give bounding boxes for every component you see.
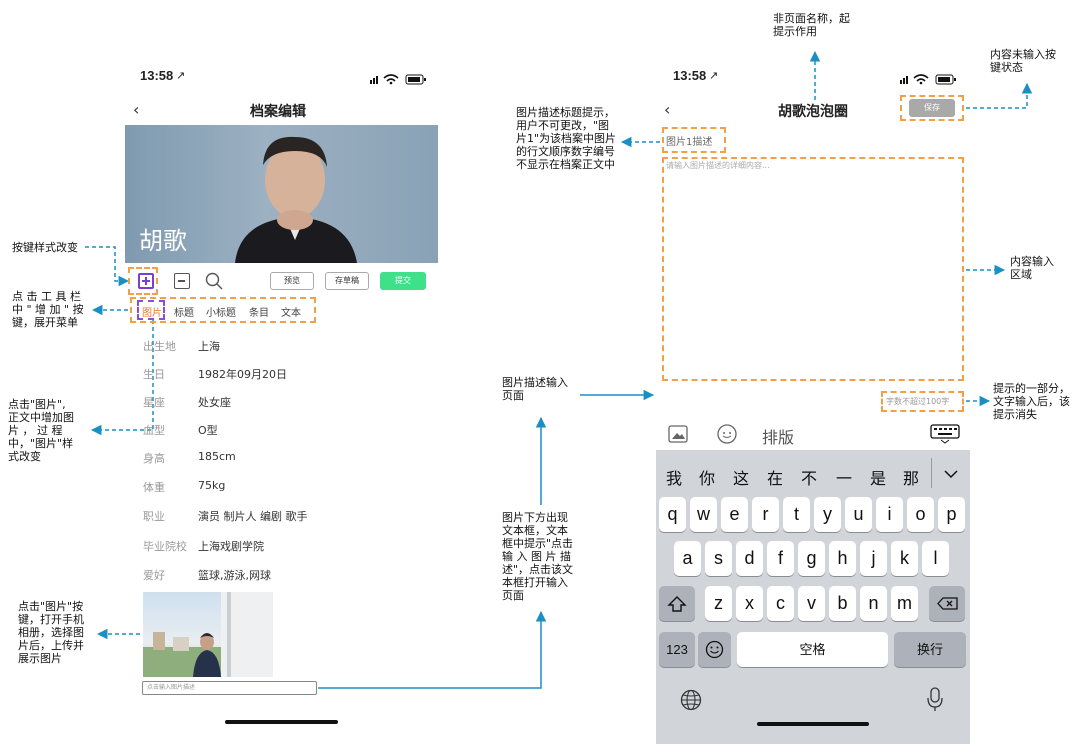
candidate-word[interactable]: 我 (666, 469, 683, 488)
note-content-area: 内容输入 区域 (1010, 255, 1054, 281)
keyboard-toggle-icon[interactable] (930, 424, 960, 448)
key-q[interactable]: q (659, 497, 686, 532)
candidate-word[interactable]: 你 (699, 469, 716, 488)
remove-button[interactable] (174, 273, 190, 289)
note-toolbar-add: 点 击 工 具 栏 中 " 增 加 " 按 键，展开菜单 (12, 290, 84, 329)
candidate-word[interactable]: 是 (870, 469, 887, 488)
key-a[interactable]: a (674, 541, 701, 576)
caption-title-highlight (662, 127, 726, 153)
caption-input[interactable]: 点击输入图片描述 (142, 681, 317, 695)
page-title: 档案编辑 (250, 103, 306, 119)
key-c[interactable]: c (767, 586, 794, 621)
location-icon: ↗ (176, 69, 186, 82)
key-p[interactable]: p (938, 497, 965, 532)
candidate-word[interactable]: 不 (801, 469, 818, 488)
back-button[interactable]: ‹ (133, 100, 140, 119)
key-x[interactable]: x (736, 586, 763, 621)
numbers-key[interactable]: 123 (659, 632, 695, 667)
note-input-page: 图片描述输入 页面 (502, 376, 568, 402)
space-key[interactable]: 空格 (737, 632, 888, 667)
layout-option[interactable]: 排版 (762, 428, 795, 447)
note-hint-part: 提示的一部分， 文字输入后，该 提示消失 (993, 382, 1070, 421)
key-f[interactable]: f (767, 541, 794, 576)
home-indicator (757, 722, 869, 726)
location-icon: ↗ (709, 69, 719, 82)
key-i[interactable]: i (876, 497, 903, 532)
key-g[interactable]: g (798, 541, 825, 576)
hero-name: 胡歌 (139, 227, 187, 255)
menu-item-entry[interactable]: 条目 (249, 308, 269, 319)
candidate-word[interactable]: 那 (903, 469, 920, 488)
search-icon[interactable] (205, 272, 223, 294)
key-s[interactable]: s (705, 541, 732, 576)
status-icons (900, 70, 958, 89)
candidate-word[interactable]: 一 (836, 469, 853, 488)
counter-highlight (881, 391, 964, 412)
uploaded-photo (143, 592, 273, 677)
key-z[interactable]: z (705, 586, 732, 621)
key-b[interactable]: b (829, 586, 856, 621)
key-v[interactable]: v (798, 586, 825, 621)
note-not-page-name: 非页面名称，起 提示作用 (773, 12, 850, 38)
key-y[interactable]: y (814, 497, 841, 532)
candidate-word[interactable]: 在 (767, 469, 784, 488)
page-title: 胡歌泡泡圈 (778, 103, 848, 119)
key-u[interactable]: u (845, 497, 872, 532)
key-w[interactable]: w (690, 497, 717, 532)
preview-button[interactable]: 预览 (270, 272, 314, 290)
emoji-icon[interactable] (716, 423, 738, 449)
shift-key[interactable] (659, 586, 695, 621)
menu-highlight (130, 297, 316, 323)
save-highlight (900, 95, 964, 121)
key-n[interactable]: n (860, 586, 887, 621)
note-button-style: 按键样式改变 (12, 241, 78, 254)
chevron-down-icon[interactable] (944, 464, 958, 483)
key-h[interactable]: h (829, 541, 856, 576)
status-time: 13:58 (673, 68, 707, 83)
content-placeholder: 请输入图片描述的详细内容... (666, 161, 770, 170)
key-m[interactable]: m (891, 586, 918, 621)
key-r[interactable]: r (752, 497, 779, 532)
note-save-state: 内容未输入按 键状态 (990, 48, 1056, 74)
note-upload: 点击"图片"按 键，打开手机 相册，选择图 片后，上传并 展示图片 (18, 600, 84, 665)
key-d[interactable]: d (736, 541, 763, 576)
emoji-key[interactable] (698, 632, 731, 667)
add-highlight (128, 267, 158, 295)
menu-item-text[interactable]: 文本 (281, 308, 301, 319)
draft-button[interactable]: 存草稿 (325, 272, 369, 290)
globe-icon[interactable] (680, 689, 702, 715)
microphone-icon[interactable] (926, 687, 944, 717)
add-button[interactable] (138, 273, 154, 289)
key-o[interactable]: o (907, 497, 934, 532)
status-time: 13:58 (140, 68, 174, 83)
key-t[interactable]: t (783, 497, 810, 532)
key-j[interactable]: j (860, 541, 887, 576)
content-input[interactable] (662, 157, 964, 381)
caption-title: 图片1描述 (666, 137, 713, 148)
image-item-highlight (137, 300, 165, 320)
status-icons (370, 70, 428, 89)
image-picker-icon[interactable] (668, 425, 688, 447)
submit-button[interactable]: 提交 (380, 272, 426, 290)
key-e[interactable]: e (721, 497, 748, 532)
save-button[interactable]: 保存 (909, 99, 955, 117)
home-indicator (225, 720, 338, 724)
candidate-divider (931, 458, 932, 488)
note-caption-hint: 图片描述标题提示， 用户不可更改，"图 片1"为该档案中图片 的行文顺序数字编号… (516, 106, 617, 171)
candidate-word[interactable]: 这 (733, 469, 750, 488)
note-textbox: 图片下方出现 文本框，文本 框中提示"点击 输 入 图 片 描 述"，点击该文 … (502, 511, 574, 602)
menu-item-title[interactable]: 标题 (174, 308, 194, 319)
return-key[interactable]: 换行 (894, 632, 966, 667)
menu-item-image[interactable]: 图片 (142, 308, 162, 319)
menu-item-subtitle[interactable]: 小标题 (206, 308, 236, 319)
note-add-image: 点击"图片", 正文中增加图 片 ， 过 程 中，"图片"样 式改变 (8, 398, 74, 463)
hero-image: 胡歌 (125, 125, 438, 263)
backspace-key[interactable] (929, 586, 965, 621)
key-l[interactable]: l (922, 541, 949, 576)
key-k[interactable]: k (891, 541, 918, 576)
counter-hint: 字数不超过100字 (886, 397, 950, 406)
back-button[interactable]: ‹ (664, 100, 671, 119)
